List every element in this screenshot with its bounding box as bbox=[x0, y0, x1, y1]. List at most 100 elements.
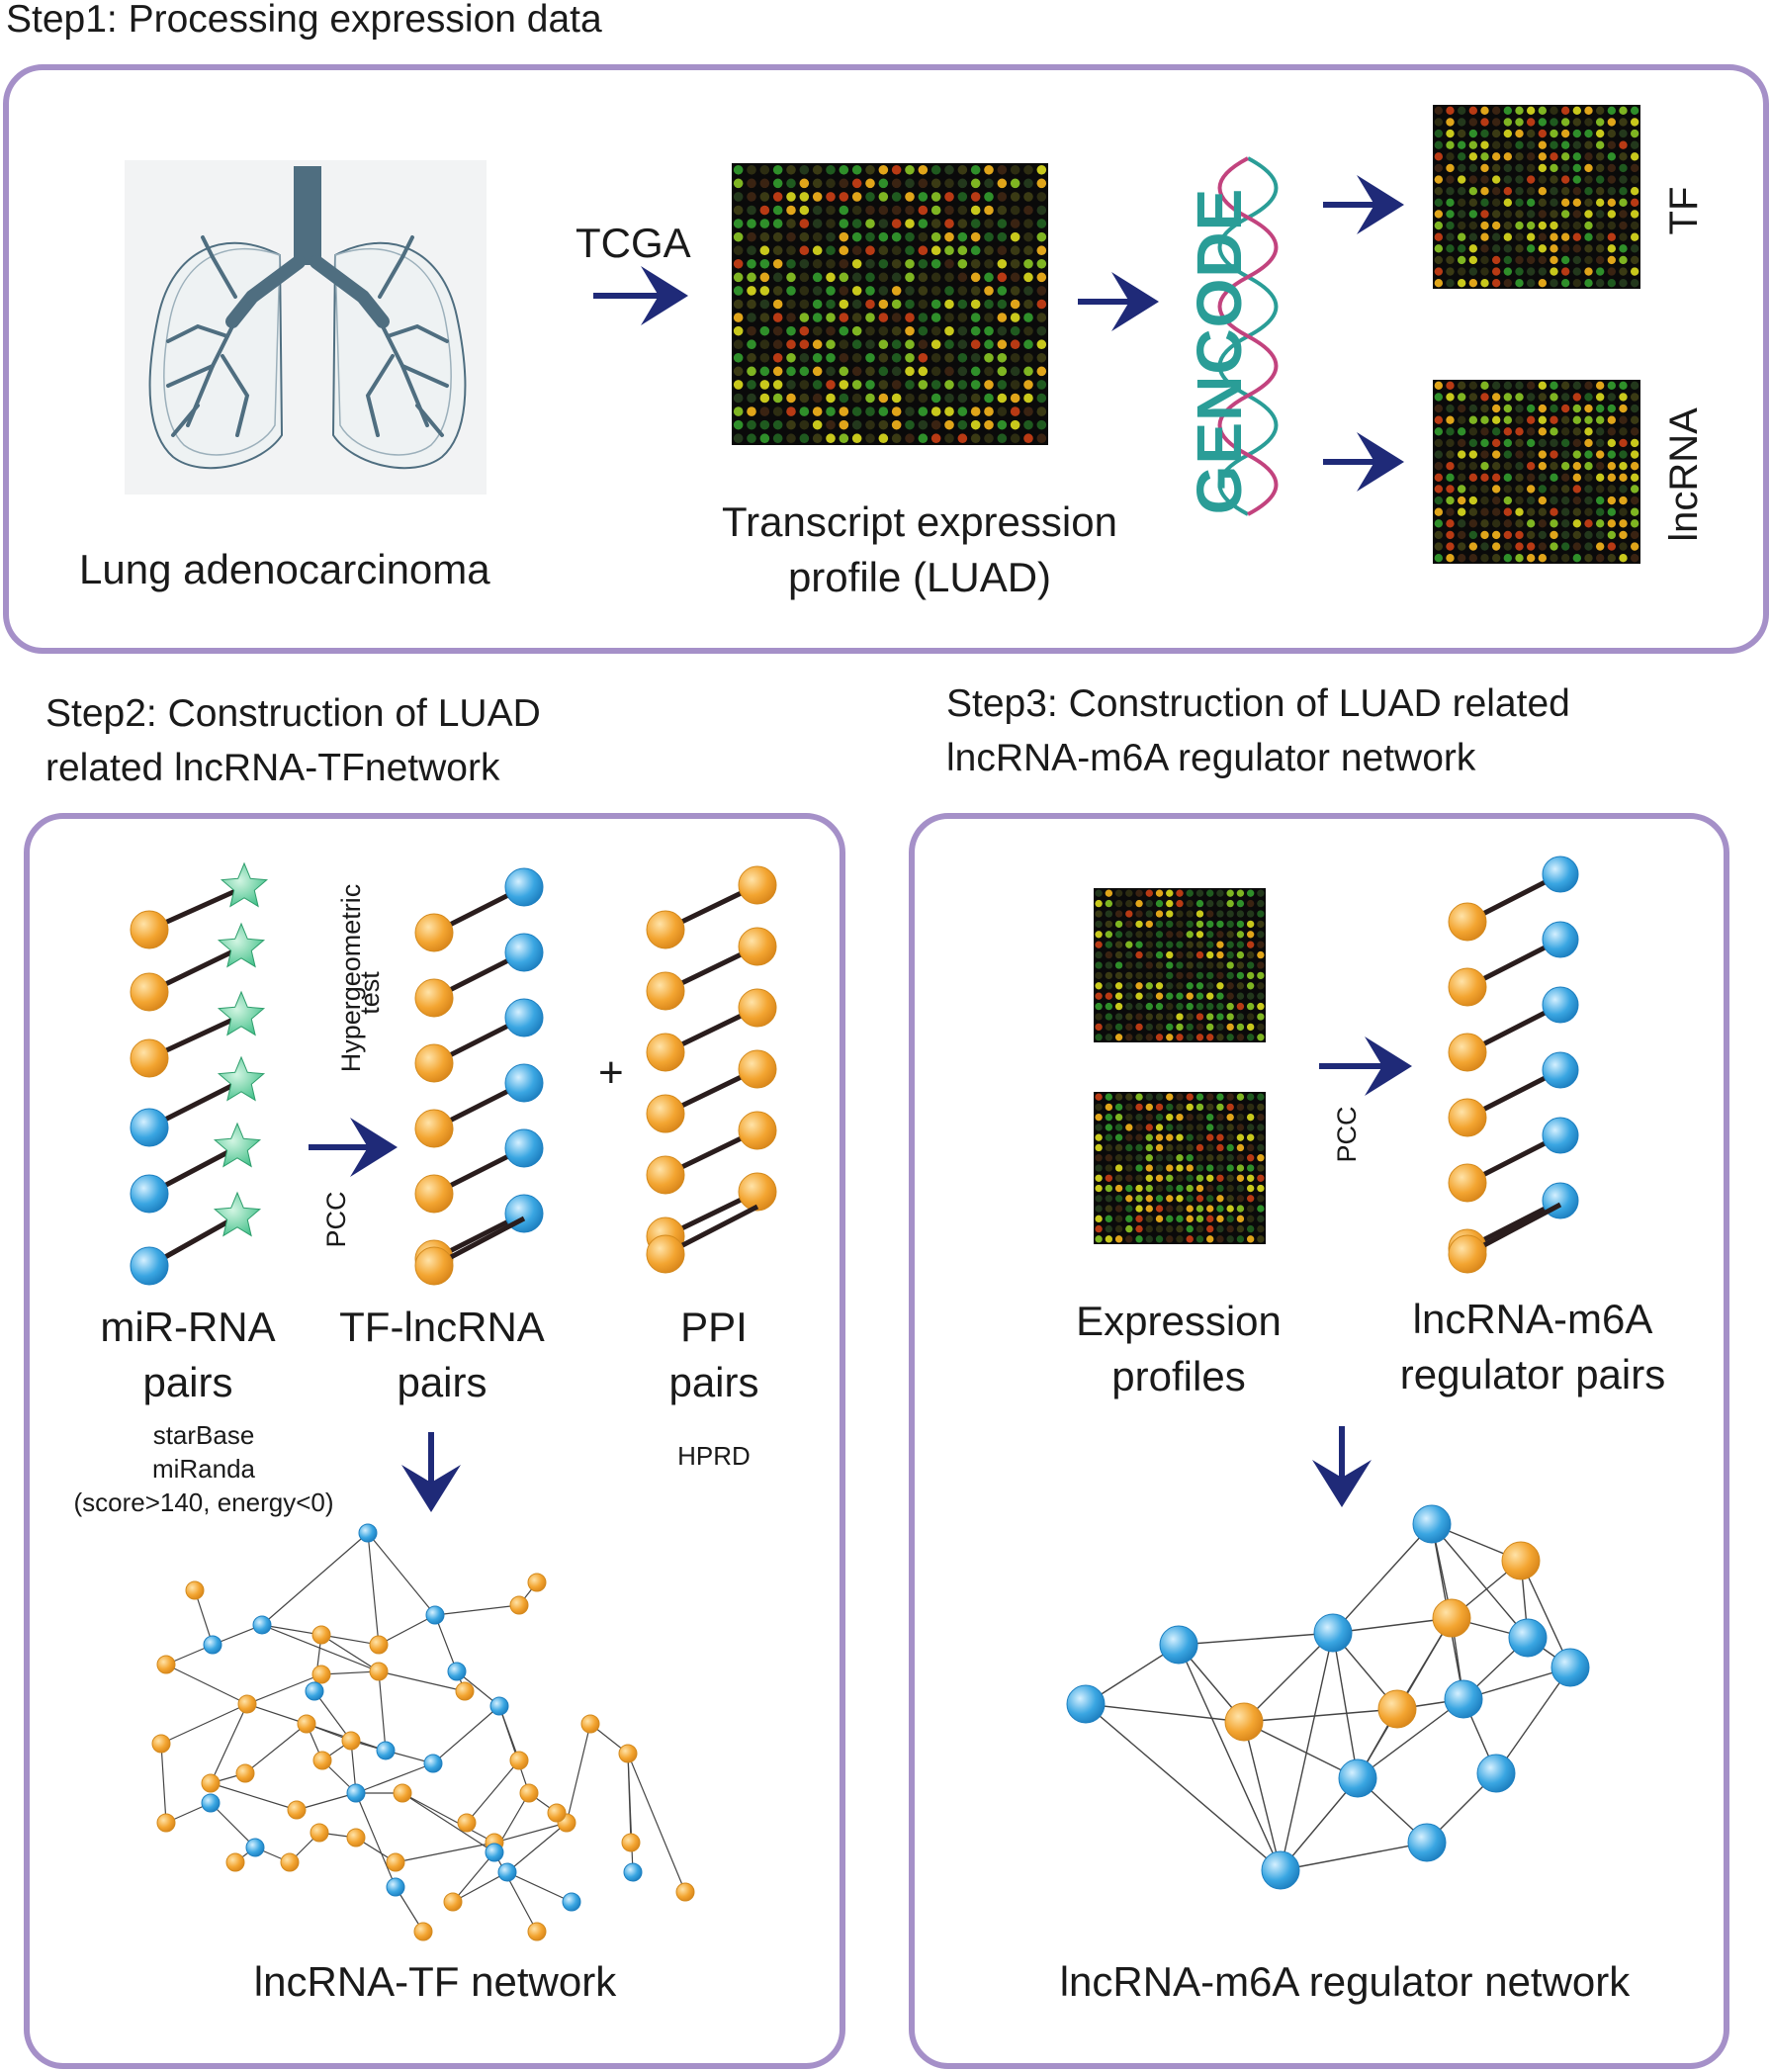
array-spot bbox=[812, 286, 823, 296]
array-spot bbox=[1526, 129, 1536, 138]
array-spot bbox=[1114, 1184, 1123, 1193]
array-spot bbox=[747, 164, 756, 175]
orange-node bbox=[312, 1751, 332, 1770]
mirna-pairs-line2: pairs bbox=[142, 1359, 233, 1405]
array-spot bbox=[957, 219, 968, 228]
array-spot bbox=[1236, 971, 1245, 980]
array-spot bbox=[970, 286, 981, 296]
array-spot bbox=[1216, 1143, 1224, 1152]
array-spot bbox=[839, 258, 849, 269]
orange-node bbox=[130, 1038, 169, 1078]
array-spot bbox=[1095, 1215, 1103, 1223]
array-spot bbox=[1630, 542, 1639, 551]
lncrna-label: lncRNA bbox=[1662, 407, 1706, 542]
array-spot bbox=[944, 380, 954, 390]
array-spot bbox=[1607, 152, 1617, 161]
array-spot bbox=[957, 380, 968, 390]
array-spot bbox=[1010, 313, 1020, 322]
array-spot bbox=[1595, 415, 1605, 424]
array-spot bbox=[1206, 1013, 1214, 1021]
array-spot bbox=[747, 325, 756, 336]
array-spot bbox=[930, 380, 941, 390]
array-spot bbox=[1023, 406, 1033, 416]
array-spot bbox=[799, 433, 810, 444]
array-spot bbox=[1491, 393, 1501, 402]
orange-node bbox=[738, 988, 777, 1028]
array-spot bbox=[1105, 971, 1113, 980]
array-spot bbox=[1176, 961, 1184, 969]
array-spot bbox=[1550, 152, 1558, 161]
array-spot bbox=[1186, 1224, 1194, 1233]
array-spot bbox=[1195, 931, 1204, 939]
array-spot bbox=[984, 433, 994, 444]
array-spot bbox=[1572, 118, 1582, 127]
array-spot bbox=[970, 380, 981, 390]
array-spot bbox=[905, 352, 915, 363]
array-spot bbox=[918, 245, 929, 256]
array-spot bbox=[1206, 1224, 1214, 1233]
array-spot bbox=[1468, 530, 1478, 540]
array-spot bbox=[1155, 1195, 1164, 1203]
array-spot bbox=[1036, 366, 1047, 377]
array-spot bbox=[1023, 419, 1033, 430]
network-edge bbox=[1178, 1644, 1282, 1871]
array-spot bbox=[826, 245, 836, 256]
array-spot bbox=[839, 380, 849, 390]
array-spot bbox=[1457, 129, 1466, 138]
array-spot bbox=[851, 272, 862, 283]
orange-node bbox=[527, 1922, 547, 1941]
array-spot bbox=[1176, 931, 1184, 939]
array-spot bbox=[1246, 889, 1255, 897]
array-spot bbox=[799, 192, 810, 202]
array-spot bbox=[1246, 1034, 1255, 1041]
blue-node bbox=[425, 1605, 445, 1625]
array-spot bbox=[1595, 163, 1605, 173]
array-spot bbox=[1236, 931, 1245, 939]
array-spot bbox=[1010, 419, 1020, 430]
array-spot bbox=[1480, 232, 1489, 241]
array-spot bbox=[970, 164, 981, 175]
array-spot bbox=[1538, 427, 1548, 436]
array-spot bbox=[1246, 1174, 1255, 1182]
array-spot bbox=[772, 406, 783, 416]
network-edge bbox=[627, 1753, 686, 1893]
orange-node bbox=[201, 1773, 221, 1793]
array-spot bbox=[1584, 542, 1593, 551]
array-spot bbox=[1095, 1235, 1103, 1243]
star-node bbox=[213, 1122, 262, 1168]
array-spot bbox=[1166, 1154, 1174, 1162]
array-spot bbox=[1135, 941, 1143, 948]
array-spot bbox=[1480, 255, 1489, 265]
array-spot bbox=[1434, 542, 1444, 551]
array-spot bbox=[1135, 1103, 1143, 1112]
mirna-source-criteria: (score>140, energy<0) bbox=[73, 1487, 334, 1517]
array-spot bbox=[1125, 950, 1133, 959]
array-spot bbox=[1630, 267, 1639, 276]
array-spot bbox=[1457, 427, 1466, 436]
orange-node bbox=[346, 1828, 366, 1847]
network-edge bbox=[1085, 1703, 1245, 1723]
array-spot bbox=[1434, 210, 1444, 219]
array-spot bbox=[1155, 1133, 1164, 1141]
network-edge bbox=[378, 1614, 436, 1646]
array-spot bbox=[1226, 931, 1234, 939]
array-spot bbox=[1257, 1143, 1265, 1152]
array-spot bbox=[1155, 1215, 1164, 1223]
array-spot bbox=[878, 272, 889, 283]
array-spot bbox=[997, 192, 1008, 202]
array-spot bbox=[1584, 175, 1593, 184]
array-spot bbox=[1135, 1164, 1143, 1172]
array-spot bbox=[997, 325, 1008, 336]
pcc-label-step2: PCC bbox=[321, 1191, 351, 1248]
array-spot bbox=[1246, 899, 1255, 908]
array-spot bbox=[1125, 1215, 1133, 1223]
array-spot bbox=[1246, 1184, 1255, 1193]
blue-node bbox=[203, 1635, 222, 1655]
expression-profiles-line2: profiles bbox=[1111, 1353, 1246, 1399]
array-spot bbox=[930, 406, 941, 416]
array-spot bbox=[1515, 255, 1524, 265]
array-spot bbox=[1457, 175, 1466, 184]
plus-sign: + bbox=[598, 1048, 624, 1097]
array-spot bbox=[1468, 462, 1478, 471]
array-spot bbox=[733, 205, 744, 216]
